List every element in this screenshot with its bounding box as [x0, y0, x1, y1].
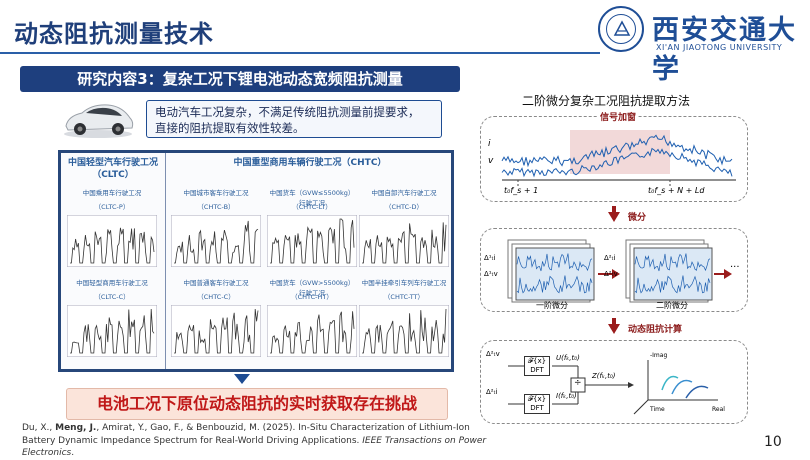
cycle-speed-plot [171, 215, 261, 267]
page-number: 10 [764, 434, 782, 450]
cycle-code: （CHTC-TT） [383, 293, 425, 301]
callout-line-1: 电动汽车工况复杂，不满足传统阻抗测量前提要求， [155, 105, 420, 119]
cycle-code: （CHTC-D） [385, 203, 423, 211]
down-arrow-icon [608, 212, 620, 222]
differentiation-plots [507, 239, 732, 303]
cycle-name: 中国城市客车行驶工况 [183, 189, 249, 197]
cycle-name: 中国半挂牵引车列车行驶工况 [361, 279, 447, 287]
ellipsis: ··· [730, 262, 740, 273]
cycle-speed-plot [359, 215, 449, 267]
ref-journal: IEEE Transactions on Power Electronics [22, 435, 487, 459]
input-d2v-label: Δ²ₜv [486, 350, 500, 358]
d1i-label: Δ¹ₜi [484, 254, 496, 262]
dft-block-current: 𝓕{x}DFT [524, 394, 550, 414]
first-diff-label: 一阶微分 [536, 301, 568, 310]
reference-citation: Du, X., Meng, J., Amirat, Y., Gao, F., &… [22, 422, 492, 460]
step-windowing-label: 信号加窗 [598, 110, 639, 123]
d2i-label: Δ²ₜi [604, 254, 616, 262]
section-title: 研究内容3：复杂工况下锂电池动态宽频阻抗测量 [20, 66, 460, 92]
v-label: v [488, 156, 494, 166]
ref-title: , Amirat, Y., Gao, F., & Benbouzid, M. (… [22, 423, 470, 446]
cycle-code: （CHTC-B） [197, 203, 235, 211]
down-arrow-icon [608, 324, 620, 334]
dft-block-voltage: 𝓕{x}DFT [524, 356, 550, 376]
cycle-speed-plot [67, 215, 157, 267]
input-d2i-label: Δ²ₜi [486, 388, 498, 396]
university-logo: 西安交通大学 XI'AN JIAOTONG UNIVERSITY [598, 6, 804, 85]
challenge-banner: 电池工况下原位动态阻抗的实时获取存在挑战 [66, 388, 448, 420]
cycle-speed-plot [267, 305, 357, 357]
d1v-label: Δ¹ₜv [484, 270, 498, 278]
callout-line-2: 直接的阻抗提取有效性较差。 [155, 121, 305, 135]
z-output-label: Z(fₖ,t₀) [592, 372, 616, 380]
axis-real-label: Real [712, 406, 725, 413]
window-start-label: t₀f_s + 1 [504, 186, 539, 195]
dft-fx: 𝓕{x} [527, 357, 547, 365]
cycle-speed-plot [67, 305, 157, 357]
cycle-speed-plot [171, 305, 261, 357]
cycle-code: （CLTC-P） [94, 203, 130, 211]
window-end-label: t₀f_s + N + Ld [648, 186, 705, 195]
problem-callout: 电动汽车工况复杂，不满足传统阻抗测量前提要求， 直接的阻抗提取有效性较差。 [146, 100, 442, 138]
cycle-name: 中国轻型商用车行驶工况 [76, 279, 148, 287]
step-differentiate-label: 微分 [628, 213, 647, 223]
differentiation-box [480, 228, 748, 312]
windowing-plot [501, 130, 736, 188]
u-output-label: U(fₖ,t₀) [556, 354, 580, 362]
ref-author-highlight: Meng, J. [55, 423, 97, 433]
down-arrow-icon [234, 374, 250, 384]
impedance-calc-diagram [508, 360, 718, 415]
cycle-name: 中国普通客车行驶工况 [183, 279, 249, 287]
step-impedance-label: 动态阻抗计算 [628, 325, 683, 335]
divide-icon: ÷ [574, 378, 582, 388]
axis-time-label: Time [650, 406, 665, 413]
university-name-en: XI'AN JIAOTONG UNIVERSITY [656, 43, 783, 52]
i-output-label: I(fₖ,t₀) [556, 392, 577, 400]
cycle-speed-plot [267, 215, 357, 267]
cycle-name: 中国货车（GVW>5500kg）行驶工况 [269, 279, 355, 297]
cycle-code: （CHTC-HT） [291, 293, 333, 301]
dft-label: DFT [530, 366, 544, 374]
cycle-code: （CLTC-C） [94, 293, 130, 301]
ref-tail: . [71, 448, 75, 458]
cycle-name: 中国自卸汽车行驶工况 [371, 189, 437, 197]
dft-label: DFT [530, 404, 544, 412]
university-name-cn: 西安交通大学 [652, 15, 797, 85]
slide-title: 动态阻抗测量技术 [14, 20, 214, 48]
d2v-label: Δ²ₜv [604, 270, 618, 278]
cycle-name: 中国货车（GVW≤5500kg）行驶工况 [269, 189, 355, 207]
second-diff-label: 二阶微分 [656, 301, 688, 310]
cycle-code: （CHTC-C） [197, 293, 235, 301]
heavy-cycle-group-title: 中国重型商用车辆行驶工况（CHTC） [233, 158, 387, 168]
light-cycle-group-title: 中国轻型汽车行驶工况（CLTC） [67, 158, 158, 180]
dft-fx: 𝓕{x} [527, 395, 547, 403]
electric-car-icon [64, 104, 134, 138]
i-label: i [488, 139, 491, 149]
cycle-code: （CHTC-LT） [292, 203, 332, 211]
impedance-calc-box [480, 340, 748, 424]
method-title: 二阶微分复杂工况阻抗提取方法 [522, 94, 691, 108]
university-seal-icon [598, 6, 644, 52]
driving-cycles-panel: 中国轻型汽车行驶工况（CLTC） 中国重型商用车辆行驶工况（CHTC） 中国乘用… [58, 150, 454, 372]
axis-imag-label: -Imag [650, 352, 668, 359]
cycle-speed-plot [359, 305, 449, 357]
cycle-name: 中国乘用车行驶工况 [82, 189, 142, 197]
title-underline [0, 52, 600, 54]
ref-authors: Du, X., [22, 423, 56, 433]
